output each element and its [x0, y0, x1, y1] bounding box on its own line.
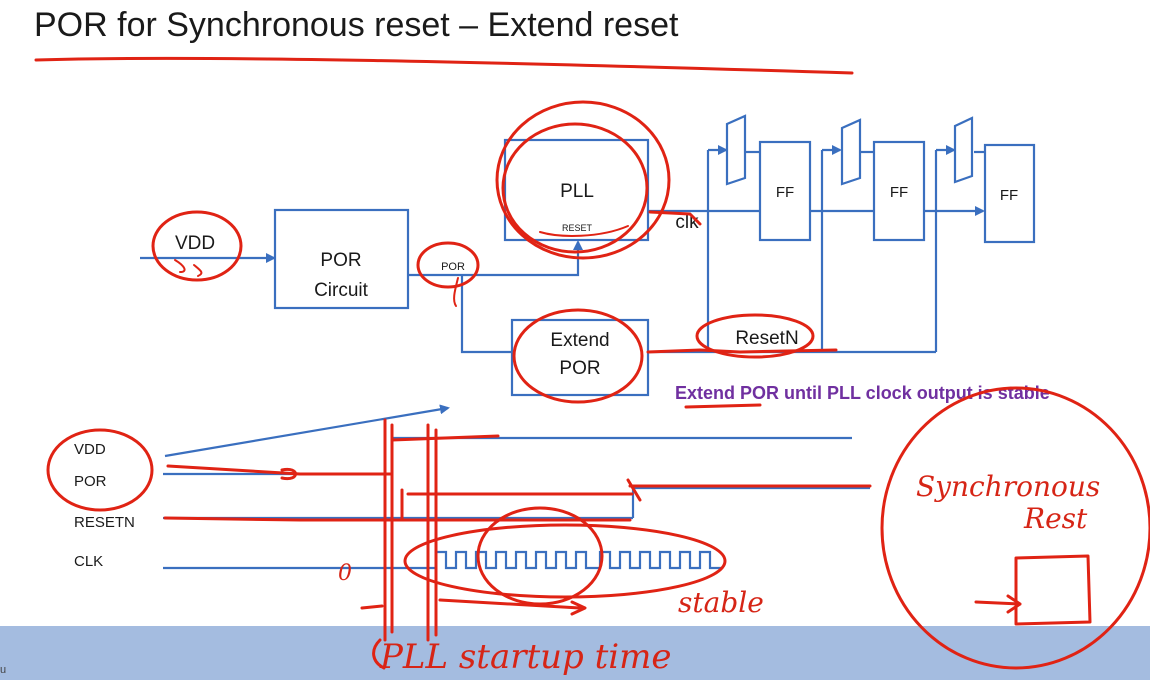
ink-annotations: 0 stable PLL startup time Synchronous Re…: [46, 100, 1150, 677]
title-underline-ink: [34, 56, 854, 75]
pll-circle-ink-2: [501, 122, 649, 254]
mux-1: [725, 114, 747, 186]
waveform-labels: VDD POR RESETN CLK: [74, 441, 135, 570]
mux-2: [840, 118, 862, 186]
clk-stable-circle-ink: [403, 523, 727, 599]
ff-1-label: FF: [776, 184, 794, 201]
ff-3-label: FF: [1000, 187, 1018, 204]
wave-label-resetn: RESETN: [74, 514, 135, 531]
footer-mark: u: [0, 664, 7, 676]
ff-3: FF: [983, 143, 1036, 244]
sync-ink-2: Rest: [1023, 502, 1088, 535]
edge-marker-ink-2: [426, 423, 438, 642]
ff-1: FF: [758, 140, 812, 242]
extend-por-block: Extend POR: [510, 318, 650, 397]
extend-circle-ink: [512, 308, 644, 404]
por-circle-ink: [416, 241, 480, 289]
edge-marker-ink: [383, 418, 394, 642]
slide-title: POR for Synchronous reset – Extend reset: [34, 6, 679, 44]
note-text: Extend POR until PLL clock output is sta…: [675, 383, 1050, 403]
por-circuit-block: POR Circuit: [273, 208, 410, 310]
wave-label-clk: CLK: [74, 553, 103, 570]
zero-ink: 0: [338, 561, 352, 586]
extend-label-1: Extend: [550, 330, 609, 351]
sync-box-ink: [1014, 554, 1092, 626]
por-to-extend-wire: [460, 275, 512, 354]
clk-zoom-circle-ink: [476, 506, 604, 606]
vdd-label: VDD: [175, 233, 215, 254]
waveforms: [163, 404, 870, 570]
por-to-pll-wire: [462, 240, 583, 277]
resetn-circle-ink: [695, 313, 815, 359]
pll-circle-ink: [495, 100, 671, 260]
sync-circle-ink: [880, 386, 1150, 670]
por-circuit-label-2: Circuit: [314, 280, 369, 301]
sync-ink-1: Synchronous: [916, 470, 1100, 503]
por-label-circle-ink: [46, 428, 154, 512]
extend-label-2: POR: [559, 358, 600, 379]
por-circuit-label-1: POR: [320, 250, 361, 271]
stable-ink: stable: [678, 586, 764, 619]
pll-startup-ink: PLL startup time: [379, 637, 672, 677]
note-underline-ink: [684, 403, 762, 409]
ff-2: FF: [872, 140, 926, 242]
vdd-ramp: [164, 404, 450, 458]
por-tag-label: POR: [441, 261, 465, 273]
pll-label: PLL: [560, 181, 594, 202]
ff-2-label: FF: [890, 184, 908, 201]
pll-reset-pin-label: RESET: [562, 223, 593, 233]
wave-label-vdd: VDD: [74, 441, 106, 458]
wave-label-por: POR: [74, 473, 107, 490]
resetn-label: ResetN: [735, 328, 798, 349]
mux-3: [953, 116, 974, 184]
vdd-circle-ink: [151, 210, 243, 282]
pll-block: PLL RESET: [503, 138, 650, 242]
